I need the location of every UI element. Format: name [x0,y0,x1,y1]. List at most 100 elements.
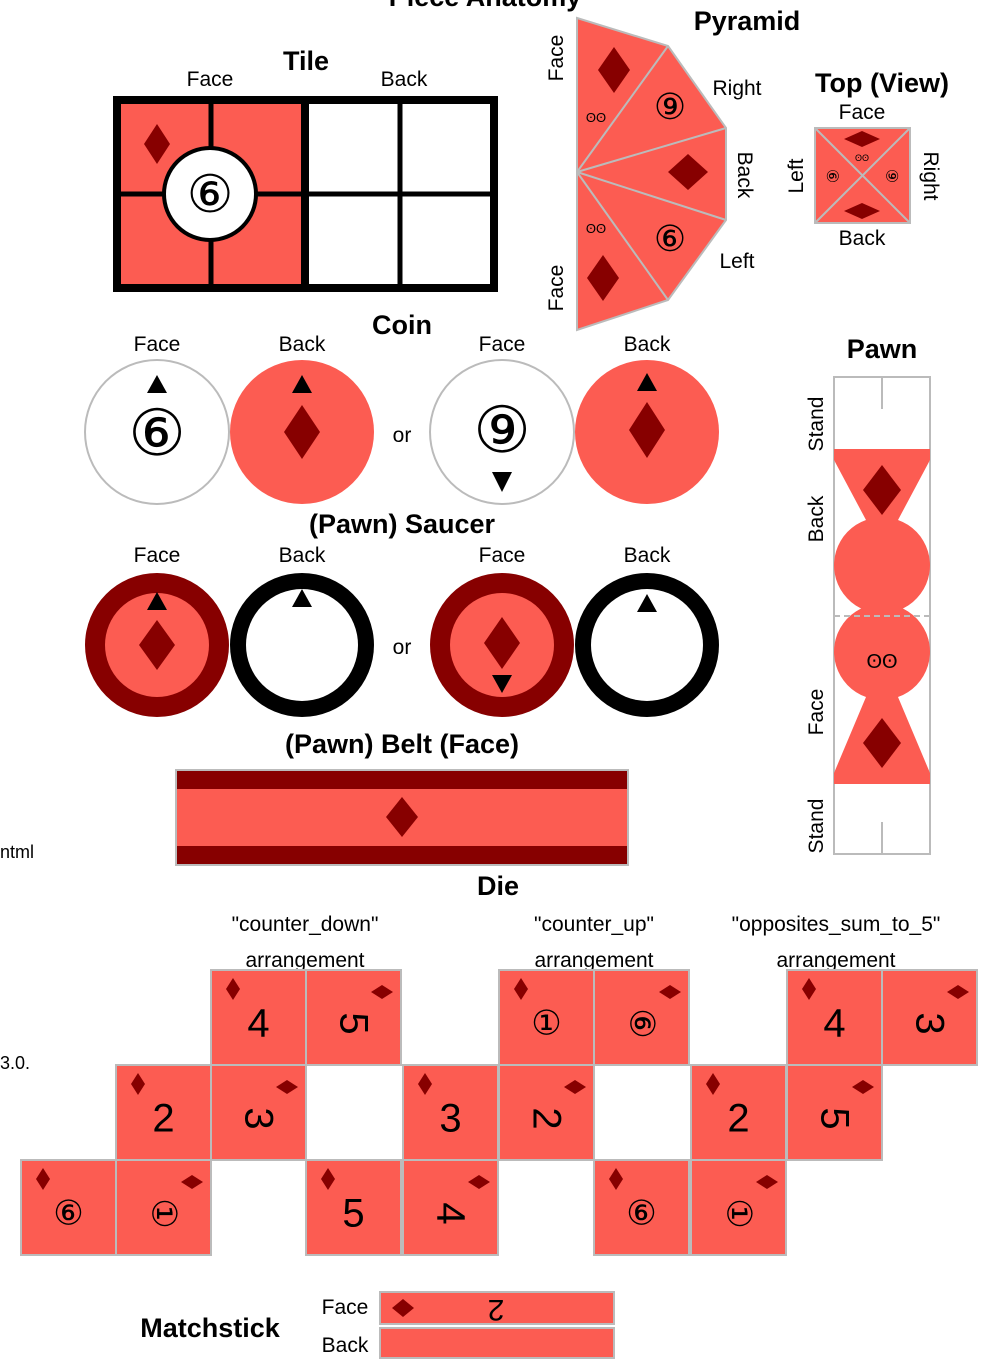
saucer-back2-label: Back [624,544,671,567]
die-face-value: 5 [332,1012,376,1034]
die-face-s3: 2 [690,1064,787,1161]
pawn-face-label: Face [805,689,828,736]
top-view-heading: Top (View) [815,68,949,98]
matchstick-back-label: Back [322,1334,369,1357]
saucer-or-label: or [393,636,412,659]
die-face-s4: 5 [786,1064,883,1161]
die-face-s6: ① [690,1159,787,1256]
die-arrangement-2-line1: "counter_up" [534,913,654,936]
die-face-value: ① [145,1198,183,1228]
coin-back2-label: Back [624,333,671,356]
die-face-value: 5 [813,1107,857,1129]
saucer-face2-label: Face [479,544,526,567]
matchstick-back [379,1327,615,1359]
die-arrangement-3-line2: arrangement [776,949,895,972]
matchstick-heading: Matchstick [140,1313,281,1343]
die-face-d1: 4 [210,969,307,1066]
pawn-back-shape [834,449,930,614]
die-face-d2: 5 [305,969,402,1066]
die-face-value: 2 [525,1107,569,1129]
die-face-d6: ① [115,1159,212,1256]
coin1-back-diamond-icon [284,405,320,459]
top-view-section: Top (View) Face ʘʘ ⑥ ⑥ Left Right Back [785,68,949,250]
die-face-s2: 3 [881,969,978,1066]
die-face-d4: 3 [210,1064,307,1161]
tile-heading: Tile [283,46,329,76]
pawn-face-shape [834,603,930,784]
die-face-value: ⑥ [53,1195,83,1233]
top-view-symbol-right: ⑥ [885,169,902,183]
saucer1-back-arrow-up-icon [292,589,312,607]
die-diamond-icon [36,1168,50,1190]
die-face-value: ① [720,1198,758,1228]
coin1-face-arrow-up-icon [147,375,167,393]
die-face-value: 3 [908,1012,952,1034]
die-face-value: 3 [237,1107,281,1129]
die-diamond-icon [468,1175,490,1189]
die-face-value: 2 [727,1097,749,1141]
coin2-face [429,359,575,505]
saucer-section: (Pawn) Saucer Face Back Face Back or [85,509,719,717]
die-face-value: 5 [342,1192,364,1236]
side-text-1: ntml [0,842,34,862]
matchstick-face [379,1291,615,1325]
pyramid-symbol-right: ⑨ [654,86,686,127]
pawn-face-diamond-icon [863,718,901,768]
tile-diamond-icon [144,124,170,164]
die-diamond-icon [564,1080,586,1094]
pawn-section: Pawn ʘʘ Stand Back Face Stand [805,334,931,855]
tile-center-circle [162,146,258,242]
top-view-left-label: Left [785,158,808,193]
top-view-eyes: ʘʘ [855,153,869,163]
pawn-back-diamond-icon [863,465,901,515]
die-diamond-icon [321,1168,335,1190]
saucer1-face-arrow-up-icon [147,592,167,610]
coin-heading: Coin [372,310,432,340]
die-diamond-icon [181,1175,203,1189]
saucer-heading: (Pawn) Saucer [309,509,496,539]
coin2-back-diamond-icon [629,402,665,458]
coin-face2-label: Face [479,333,526,356]
belt-diamond-icon [386,797,418,837]
pawn-stand-top-label: Stand [805,397,828,452]
tile-face-label: Face [187,68,234,91]
saucer2-back-arrow-up-icon [637,594,657,612]
die-face-u3: 3 [402,1064,499,1161]
coin1-back-arrow-up-icon [292,375,312,393]
die-face-value: ⑥ [623,1008,661,1038]
die-diamond-icon [418,1073,432,1095]
top-view-diamond-bottom-icon [844,203,880,219]
pyramid-diamond-icon-1 [598,47,630,93]
coin1-face [84,359,230,505]
coin-face1-label: Face [134,333,181,356]
top-view-symbol-left: ⑥ [823,169,840,183]
matchstick-diamond-icon [392,1299,414,1317]
saucer2-face-arrow-down-icon [492,675,512,693]
die-face-d5: ⑥ [20,1159,117,1256]
pyramid-back-label: Back [733,152,756,199]
pawn-heading: Pawn [847,334,918,364]
die-diamond-icon [514,978,528,1000]
coin-back1-label: Back [279,333,326,356]
die-diamond-icon [706,1073,720,1095]
die-diamond-icon [947,985,969,999]
die-diamond-icon [226,978,240,1000]
pyramid-right-label: Right [712,77,761,100]
die-face-value: 4 [247,1002,269,1046]
die-face-u5: 5 [305,1159,402,1256]
coin2-face-arrow-down-icon [492,472,512,492]
pyramid-face-top-label: Face [545,35,568,82]
pyramid-diamond-icon-3 [587,255,619,301]
pawn-stand-bottom-label: Stand [805,799,828,854]
die-face-value: 3 [439,1097,461,1141]
die-face-d3: 2 [115,1064,212,1161]
pyramid-eyes-bottom: ʘʘ [586,221,606,236]
side-text-2: 3.0. [0,1053,30,1073]
die-face-s1: 4 [786,969,883,1066]
pyramid-diamond-icon-2 [668,154,708,190]
page-title: Piece Anatomy [389,0,582,12]
die-diamond-icon [371,985,393,999]
saucer-face1-label: Face [134,544,181,567]
